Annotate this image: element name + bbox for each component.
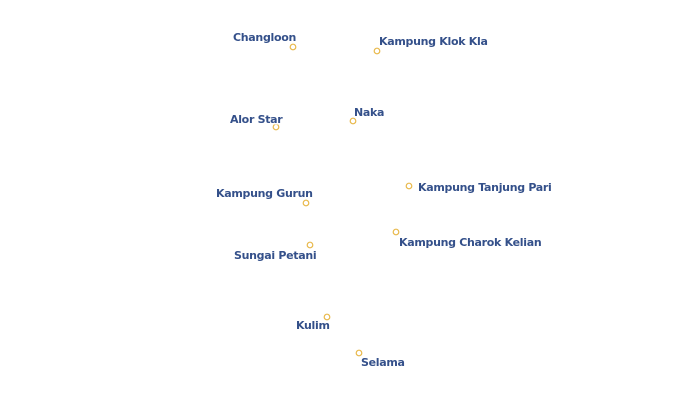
place-marker[interactable] bbox=[349, 117, 357, 125]
place-marker[interactable] bbox=[405, 182, 413, 190]
place-label: Kampung Gurun bbox=[216, 187, 313, 200]
place-marker[interactable] bbox=[323, 313, 331, 321]
place-kampung-tanjung-pari[interactable]: Kampung Tanjung Pari bbox=[405, 180, 553, 196]
place-naka[interactable]: Naka bbox=[349, 105, 386, 125]
place-label: Kampung Charok Kelian bbox=[399, 236, 541, 249]
place-sungai-petani[interactable]: Sungai Petani bbox=[233, 241, 318, 264]
place-label: Alor Star bbox=[230, 113, 283, 126]
place-label: Changloon bbox=[233, 31, 296, 44]
place-label: Kampung Tanjung Pari bbox=[418, 181, 552, 194]
place-kulim[interactable]: Kulim bbox=[295, 313, 331, 334]
place-label: Kulim bbox=[296, 319, 330, 332]
place-changloon[interactable]: Changloon bbox=[232, 30, 298, 51]
place-marker[interactable] bbox=[373, 47, 381, 55]
place-marker[interactable] bbox=[302, 199, 310, 207]
place-kampung-klok-kla[interactable]: Kampung Klok Kla bbox=[373, 34, 489, 55]
place-kampung-gurun[interactable]: Kampung Gurun bbox=[215, 186, 315, 207]
place-label: Kampung Klok Kla bbox=[379, 35, 488, 48]
place-alor-star[interactable]: Alor Star bbox=[229, 112, 285, 131]
place-label: Naka bbox=[354, 106, 384, 119]
place-marker[interactable] bbox=[272, 123, 280, 131]
place-marker[interactable] bbox=[306, 241, 314, 249]
place-selama[interactable]: Selama bbox=[355, 349, 406, 371]
place-label: Selama bbox=[361, 356, 405, 369]
place-marker[interactable] bbox=[355, 349, 363, 357]
place-marker[interactable] bbox=[392, 228, 400, 236]
place-marker[interactable] bbox=[289, 43, 297, 51]
place-label: Sungai Petani bbox=[234, 249, 316, 262]
place-kampung-charok-kelian[interactable]: Kampung Charok Kelian bbox=[392, 228, 543, 251]
